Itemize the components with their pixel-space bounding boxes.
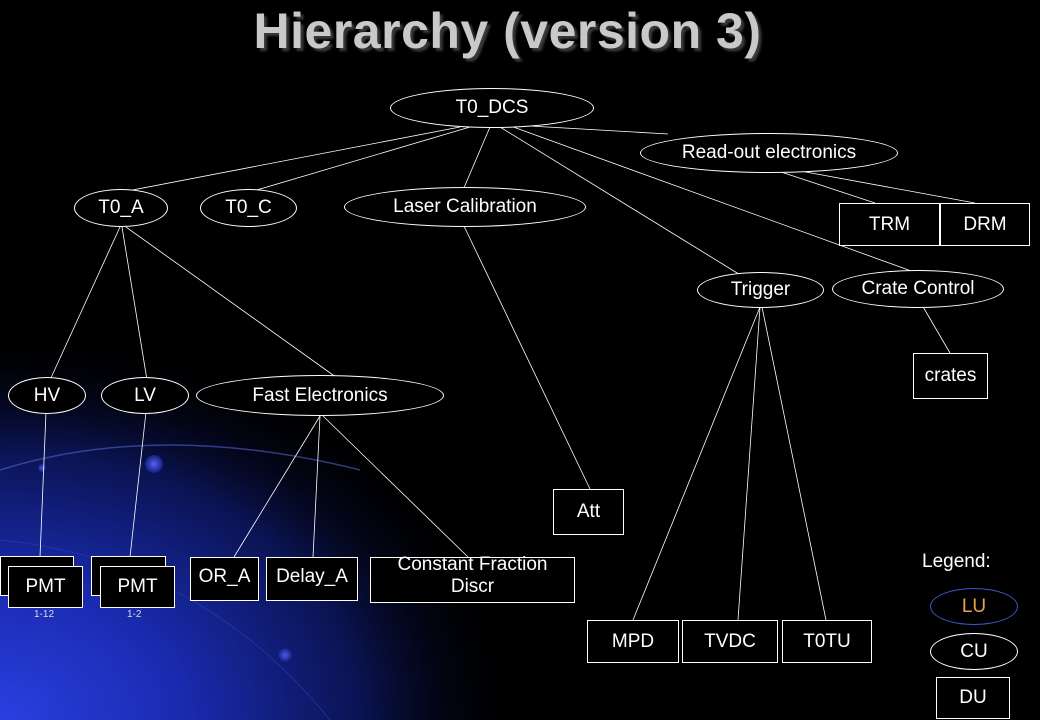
node-tvdc[interactable]: TVDC [682, 620, 778, 663]
node-or-a[interactable]: OR_A [190, 557, 259, 601]
pmt-hv-range: 1-12 [34, 609, 55, 620]
node-trm[interactable]: TRM [839, 203, 940, 246]
node-constant-fraction-discr[interactable]: Constant Fraction Discr [370, 554, 575, 603]
node-pmt-hv[interactable]: PMT [8, 566, 83, 608]
node-t0-dcs[interactable]: T0_DCS [390, 88, 594, 128]
edge-dcs-cratecontrol [504, 123, 926, 277]
edge-t0a-lv [121, 226, 148, 381]
edge-cratecontrol-crates [921, 304, 951, 354]
edge-laser-att [462, 223, 591, 490]
node-mpd-label: MPD [611, 630, 655, 652]
edge-dcs-laser [462, 126, 491, 191]
node-laser-calibration[interactable]: Laser Calibration [344, 187, 586, 227]
node-hv[interactable]: HV [8, 377, 86, 414]
edge-lv-pmt [129, 411, 147, 558]
node-mpd[interactable]: MPD [587, 620, 679, 663]
node-t0-c[interactable]: T0_C [200, 189, 297, 227]
node-delay-a[interactable]: Delay_A [266, 557, 358, 601]
node-fast-electronics[interactable]: Fast Electronics [196, 375, 444, 416]
node-lv-label: LV [134, 384, 156, 406]
legend-du: DU [936, 677, 1010, 719]
node-crate-control-label: Crate Control [861, 278, 975, 299]
edge-fast-delaya [312, 415, 321, 558]
node-t0-a[interactable]: T0_A [74, 189, 168, 227]
node-att[interactable]: Att [553, 489, 624, 535]
node-lv[interactable]: LV [101, 377, 189, 414]
page-title: Hierarchy (version 3) [253, 3, 762, 59]
legend-lu-label: LU [961, 595, 987, 617]
node-t0-c-label: T0_C [225, 197, 272, 218]
node-laser-calibration-label: Laser Calibration [393, 196, 537, 217]
node-fast-electronics-label: Fast Electronics [252, 384, 388, 406]
node-delay-a-label: Delay_A [276, 566, 348, 587]
node-crates[interactable]: crates [913, 353, 988, 399]
edge-readout-trm [774, 169, 876, 204]
edge-readout-drm [794, 169, 976, 204]
legend-du-label: DU [959, 687, 987, 708]
edge-t0a-fast [125, 226, 341, 381]
node-trigger[interactable]: Trigger [697, 272, 824, 308]
edge-fast-ora [233, 415, 321, 558]
edge-fast-cfd [322, 415, 469, 558]
node-crates-label: crates [924, 365, 977, 386]
legend-title: Legend: [922, 551, 991, 572]
edge-dcs-trigger [499, 126, 743, 277]
node-t0-a-label: T0_A [98, 197, 144, 218]
node-trm-label: TRM [868, 213, 911, 235]
pmt-lv-range: 1-2 [127, 609, 142, 620]
edge-trigger-tvdc [737, 306, 761, 621]
edge-dcs-t0a [121, 126, 461, 193]
node-readout-electronics-label: Read-out electronics [681, 142, 857, 163]
edge-dcs-readout [529, 125, 669, 135]
node-tvdc-label: TVDC [704, 630, 756, 652]
node-t0tu[interactable]: T0TU [782, 620, 872, 663]
legend-cu-label: CU [960, 640, 988, 662]
node-pmt-hv-label: PMT [25, 576, 66, 597]
node-pmt-lv-label: PMT [117, 576, 158, 597]
node-pmt-lv[interactable]: PMT [100, 566, 175, 608]
edge-t0a-hv [49, 226, 121, 381]
edge-trigger-mpd [632, 306, 761, 621]
edge-dcs-t0c [249, 126, 471, 193]
edge-hv-pmt [39, 411, 47, 558]
legend-cu: CU [930, 633, 1018, 670]
node-crate-control[interactable]: Crate Control [832, 270, 1004, 308]
node-drm[interactable]: DRM [940, 203, 1030, 246]
node-att-label: Att [576, 501, 601, 522]
node-constant-fraction-discr-label: Constant Fraction Discr [397, 554, 548, 597]
node-t0tu-label: T0TU [803, 630, 851, 652]
node-trigger-label: Trigger [730, 279, 791, 300]
node-hv-label: HV [33, 384, 61, 406]
node-t0-dcs-label: T0_DCS [455, 97, 529, 118]
node-or-a-label: OR_A [198, 566, 251, 587]
legend-lu: LU [930, 588, 1018, 625]
node-drm-label: DRM [963, 213, 1007, 235]
edge-trigger-t0tu [761, 306, 827, 621]
node-readout-electronics[interactable]: Read-out electronics [640, 133, 898, 173]
